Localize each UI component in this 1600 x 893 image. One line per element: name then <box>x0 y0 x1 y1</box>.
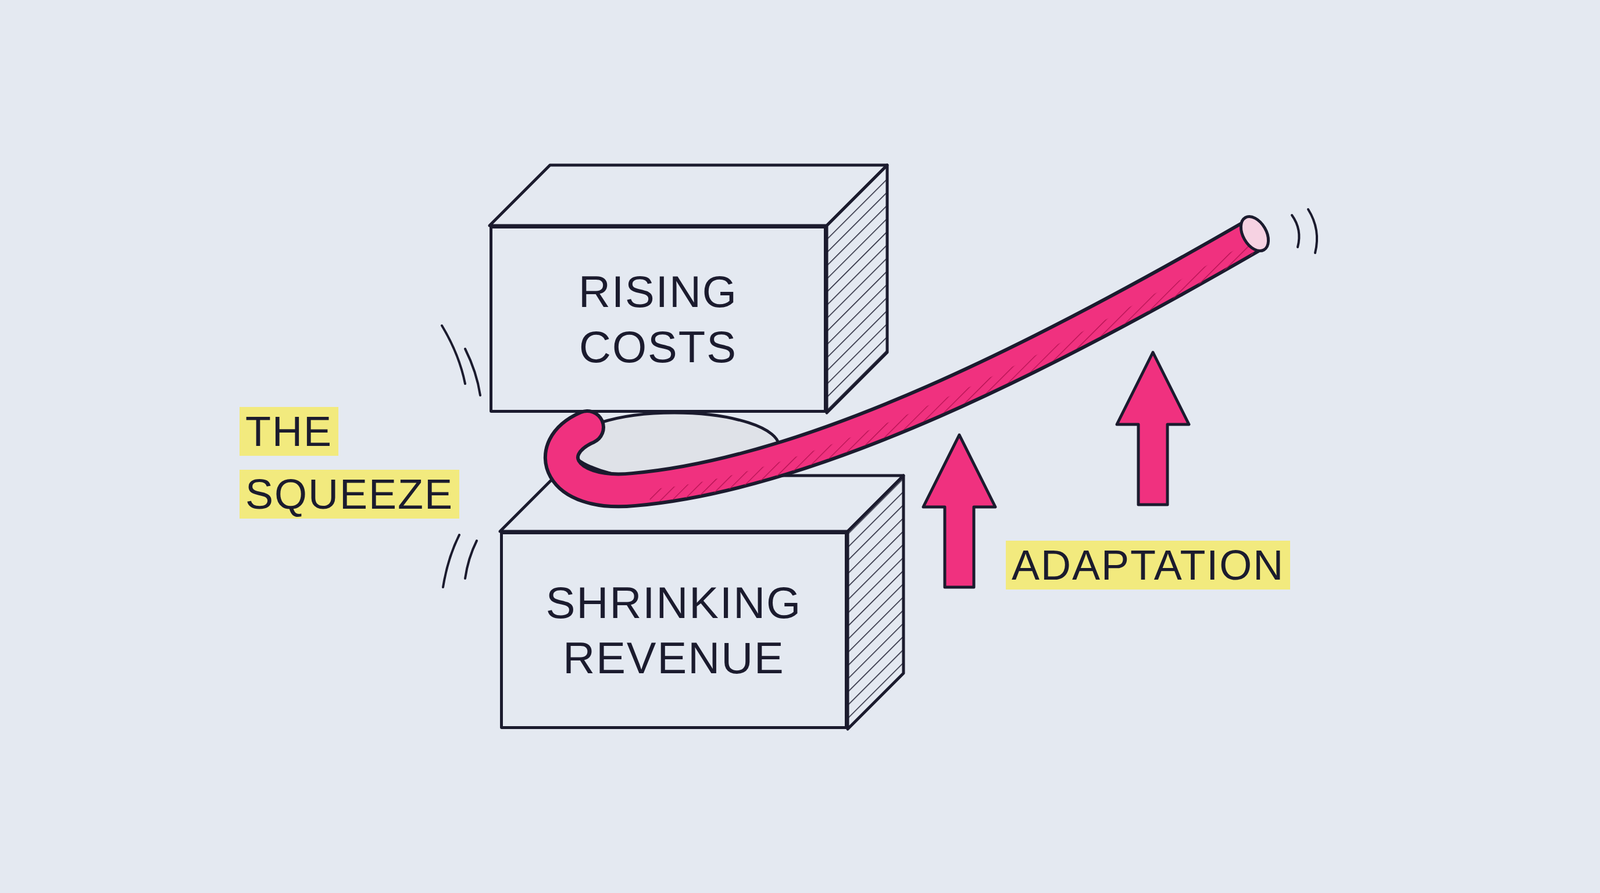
highlight-label: ADAPTATION <box>1005 540 1291 590</box>
box-side-face <box>847 475 904 730</box>
box-label: RISING COSTS <box>509 263 807 375</box>
cost-box: RISING COSTS <box>489 225 827 413</box>
highlight-label: THE SQUEEZE <box>239 406 460 519</box>
box-top-face <box>489 165 888 226</box>
cost-box: SHRINKING REVENUE <box>500 531 848 730</box>
motion-marks <box>441 209 1317 588</box>
highlight-label-wrap: THE SQUEEZE <box>239 400 496 526</box>
highlight-label-wrap: ADAPTATION <box>1005 533 1332 597</box>
box-side-face <box>826 165 888 413</box>
box-label: SHRINKING REVENUE <box>520 575 828 686</box>
